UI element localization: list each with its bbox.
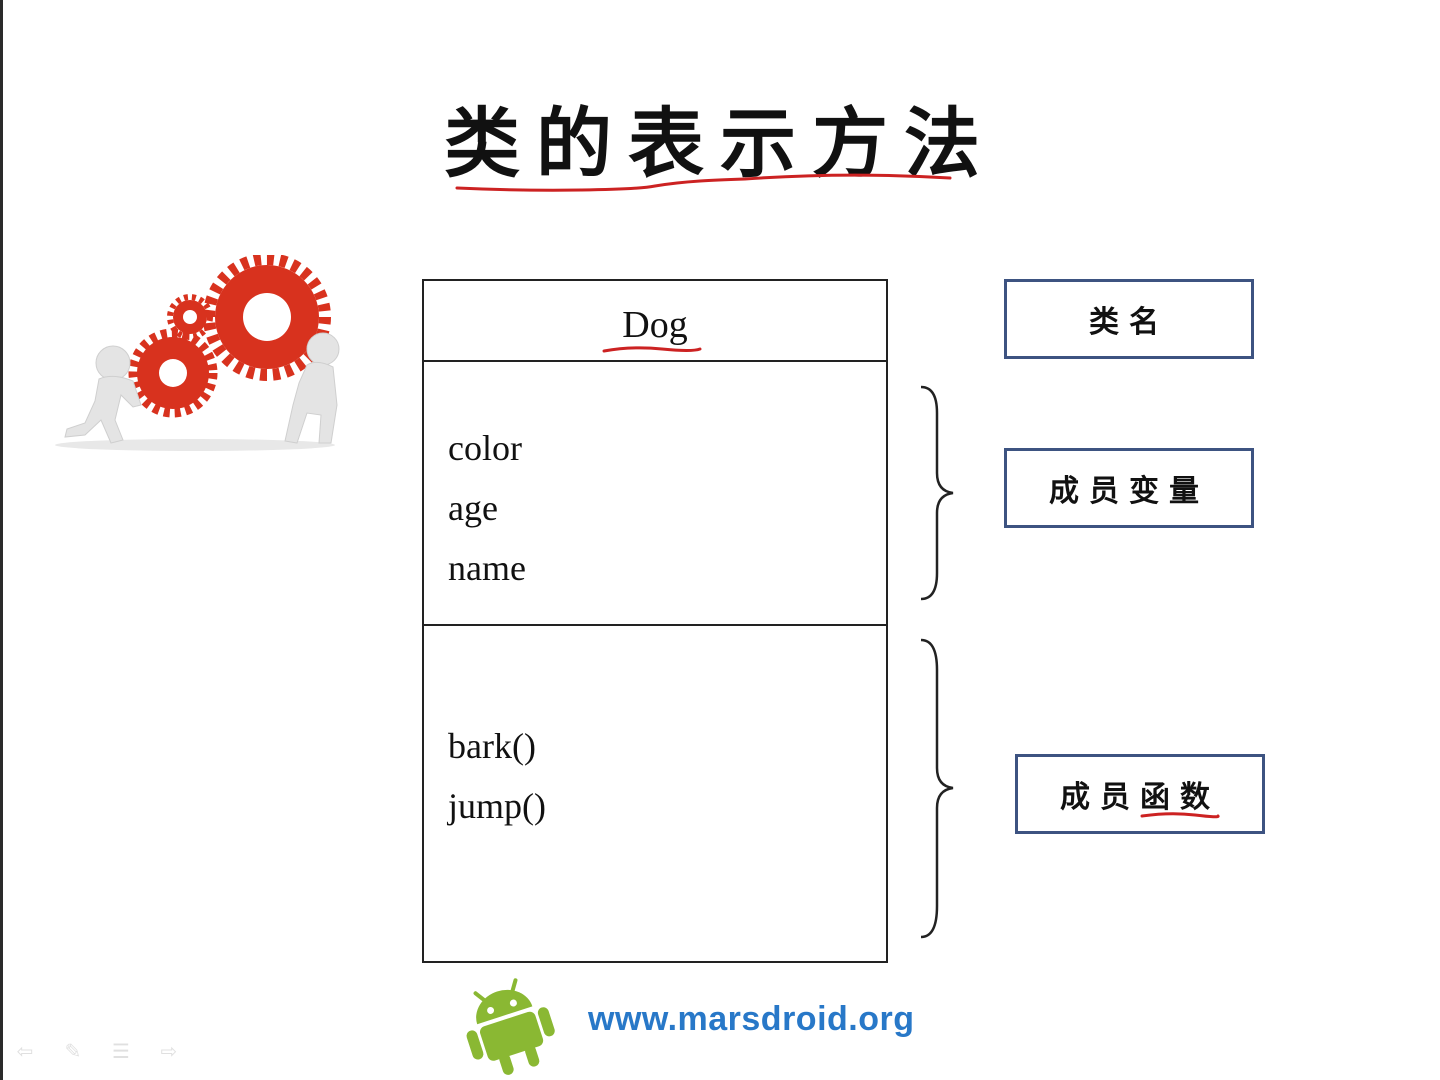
member-functions-underline: [1140, 812, 1220, 819]
slide-edge: [0, 0, 3, 1080]
attribute-name: name: [448, 548, 526, 588]
android-icon: [466, 978, 555, 1075]
title-underline: [455, 173, 952, 192]
member-variables-label: 成员变量: [1004, 448, 1254, 528]
uml-class-diagram: Dog color age name bark() jump(): [422, 279, 888, 963]
methods-section: bark() jump(): [424, 626, 886, 961]
class-name-label: 类名: [1004, 279, 1254, 359]
gears-teamwork-icon: [55, 255, 340, 451]
back-arrow-icon[interactable]: ⇦: [16, 1039, 34, 1063]
member-functions-label: 成员函数: [1015, 754, 1265, 834]
class-name: Dog: [622, 304, 688, 346]
class-name-section: Dog: [424, 281, 886, 362]
pen-icon[interactable]: ✎: [64, 1039, 82, 1063]
attribute-color: color: [448, 428, 522, 468]
method-bark: bark(): [448, 726, 536, 766]
footer-url[interactable]: www.marsdroid.org: [588, 1000, 915, 1038]
attributes-section: color age name: [424, 362, 886, 626]
methods-brace: [920, 638, 954, 939]
attribute-age: age: [448, 488, 498, 528]
slide-title: 类的表示方法: [444, 99, 996, 188]
slideshow-controls: ⇦ ✎ ☰ ⇨: [12, 1040, 182, 1062]
forward-arrow-icon[interactable]: ⇨: [160, 1039, 178, 1063]
method-jump: jump(): [448, 786, 546, 826]
attributes-brace: [920, 385, 954, 601]
class-name-underline: [602, 346, 702, 353]
menu-icon[interactable]: ☰: [112, 1039, 130, 1063]
